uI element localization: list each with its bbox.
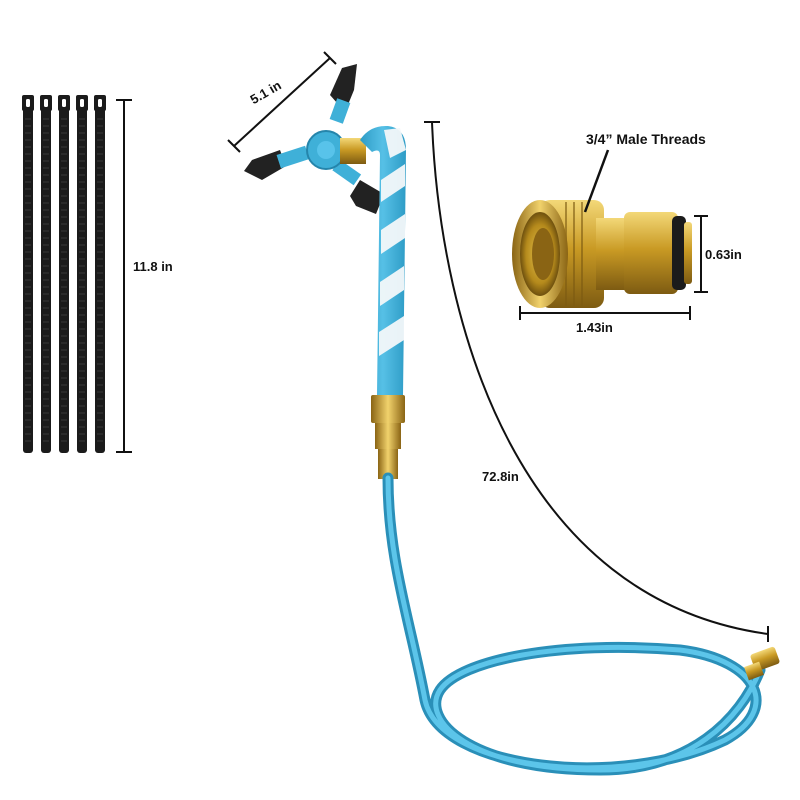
cable-ties: [22, 95, 106, 453]
quick-connector: [512, 200, 692, 308]
cable-tie-length-label: 11.8 in: [133, 259, 173, 274]
connector-height-dimension-line: [694, 215, 708, 293]
cable-tie: [40, 95, 52, 453]
hose-end-fitting: [744, 646, 780, 681]
hose-length-label: 72.8in: [482, 469, 519, 484]
hose: [382, 472, 766, 776]
hose-length-dimension-line: [424, 121, 769, 642]
sprinkler-stake: [360, 125, 406, 395]
connector-thread-label: 3/4” Male Threads: [586, 131, 706, 147]
cable-tie: [22, 95, 34, 453]
cable-tie: [58, 95, 70, 453]
connector-width-dimension-line: [519, 306, 691, 320]
stake-coupler: [371, 395, 405, 479]
cable-tie: [76, 95, 88, 453]
cable-tie: [94, 95, 106, 453]
sprinkler-nozzles: [244, 64, 384, 214]
cable-tie-dimension-line: [116, 99, 132, 453]
thread-pointer-line: [583, 149, 610, 213]
connector-height-label: 0.63in: [705, 247, 742, 262]
sprinkler-hub: [306, 130, 366, 170]
sprinkler-width-dimension-line: [227, 51, 337, 153]
connector-width-label: 1.43in: [576, 320, 613, 335]
